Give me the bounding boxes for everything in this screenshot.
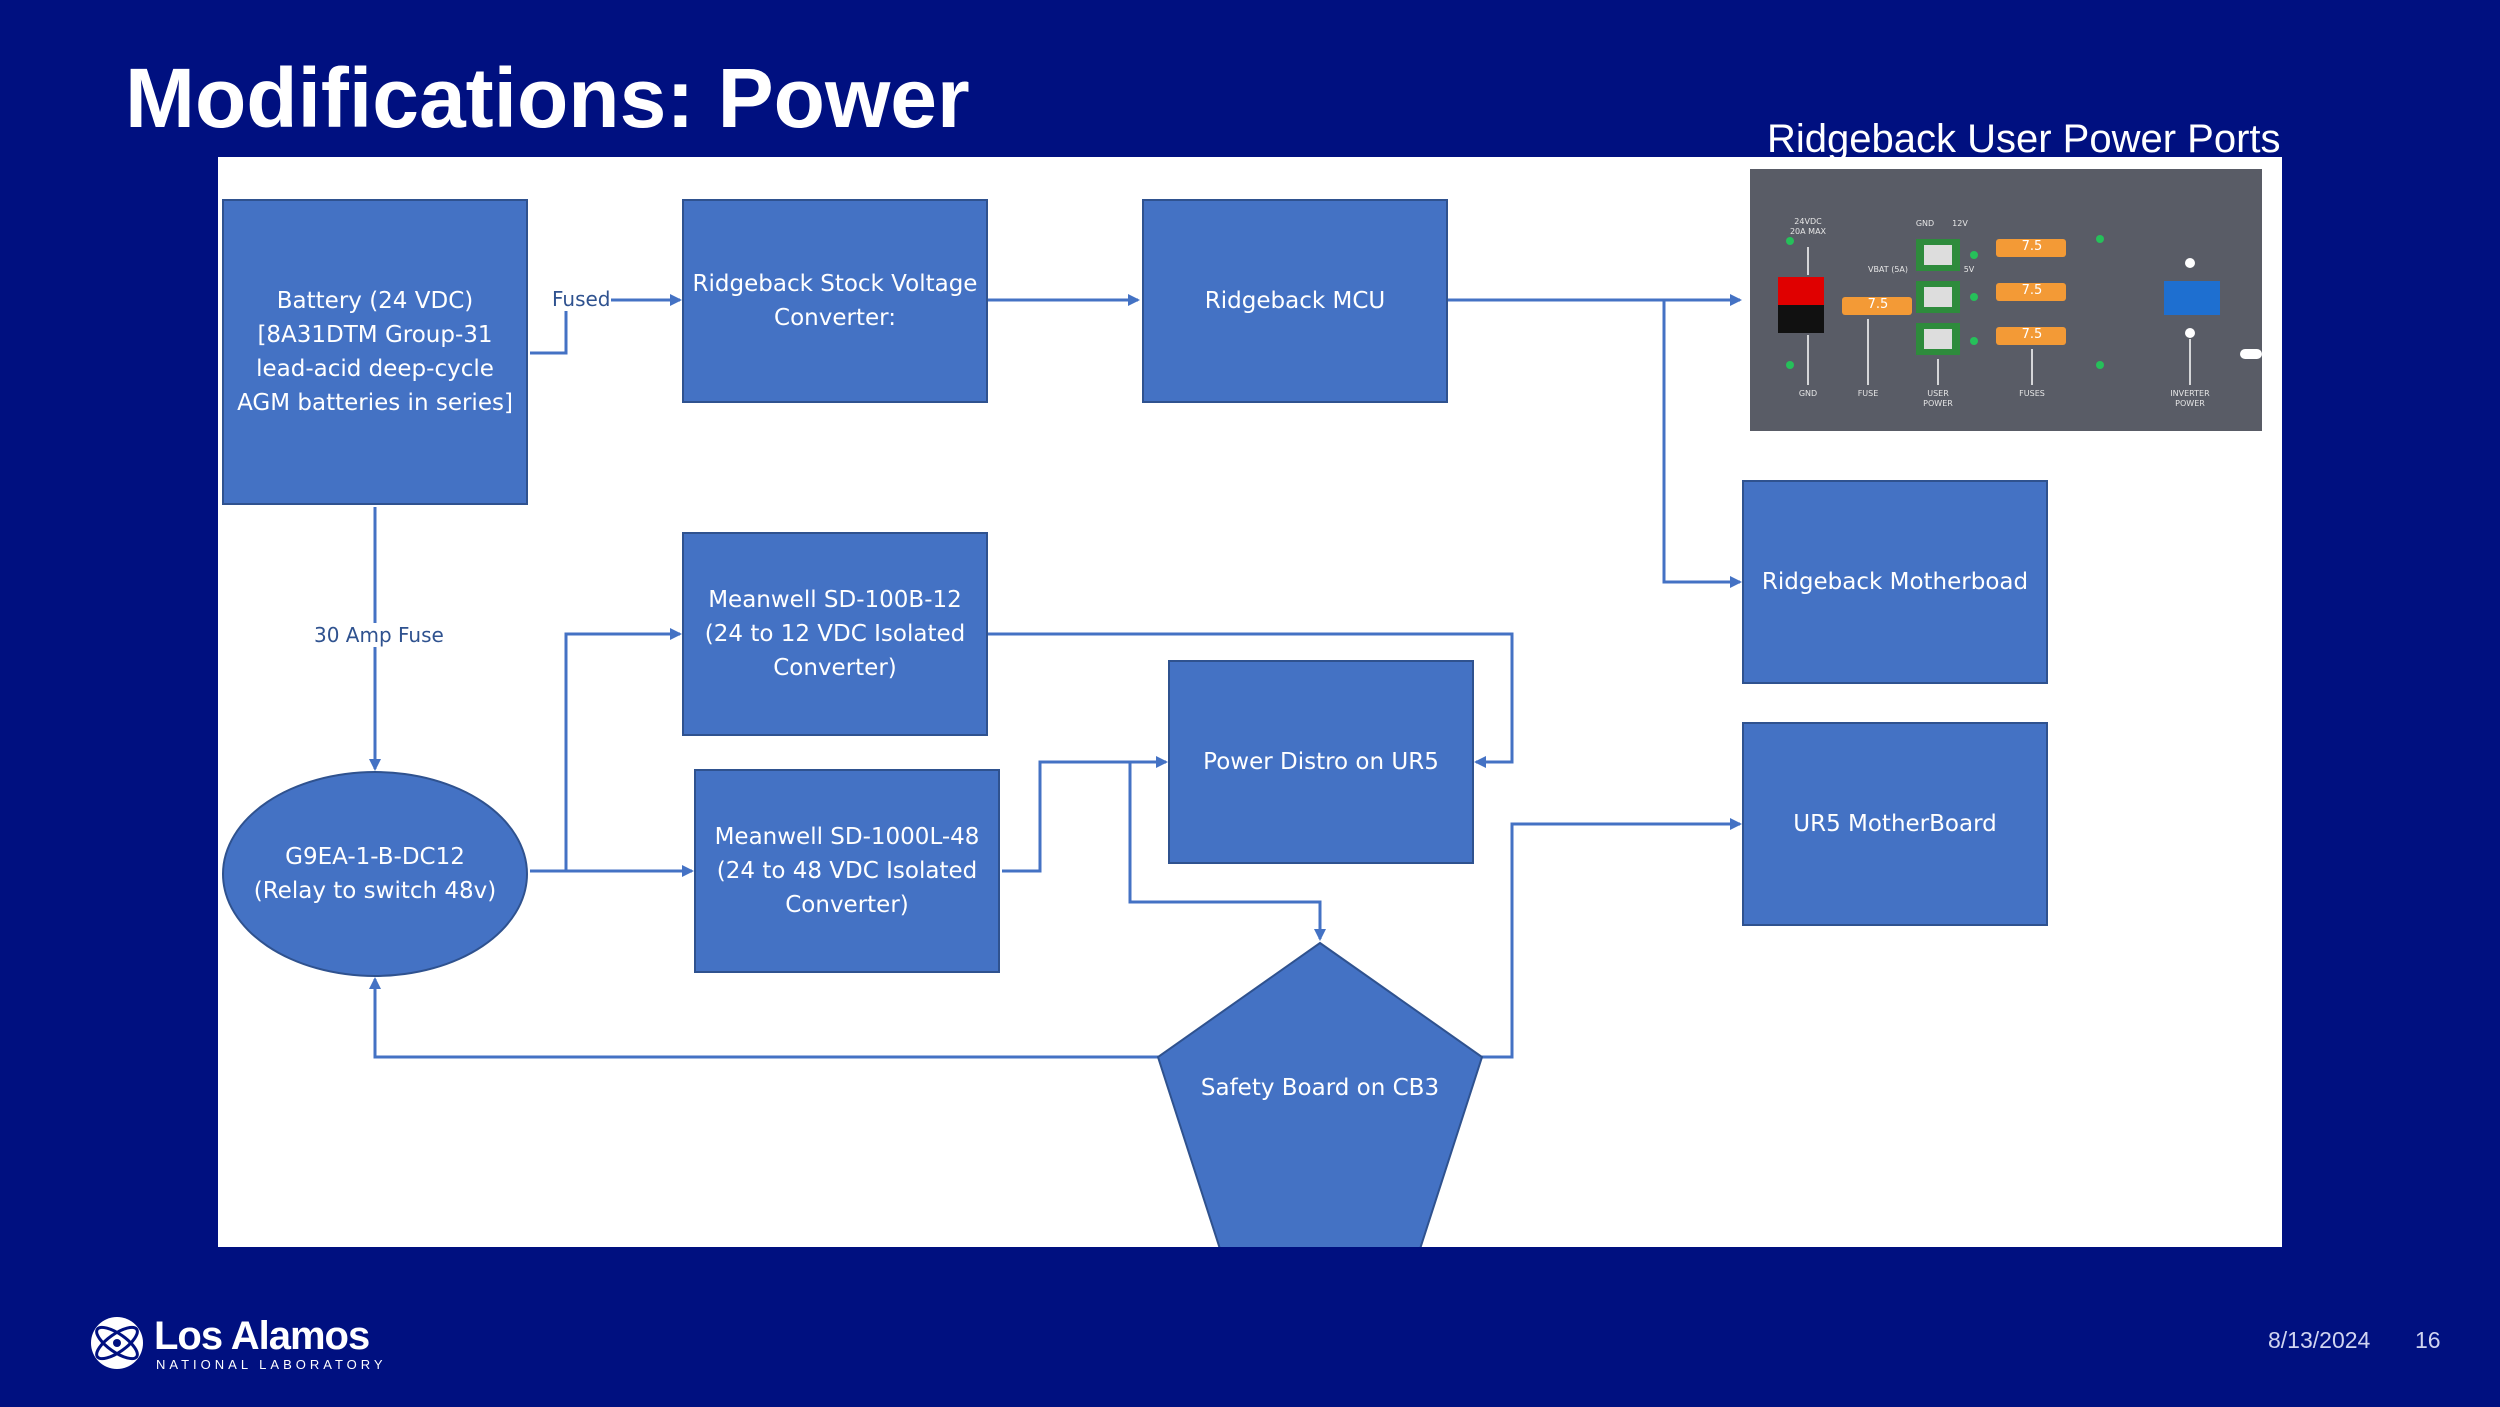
gnd-label: GND xyxy=(1798,389,1818,398)
logo-name: Los Alamos xyxy=(154,1314,370,1358)
dc24-label: 24VDC 20A MAX xyxy=(1789,217,1827,236)
inverter-power-label: INVERTER POWER xyxy=(2170,389,2210,408)
safety-board-label: Safety Board on CB3 xyxy=(1200,1075,1440,1101)
sd1000l-node: Meanwell SD-1000L-48 (24 to 48 VDC Isola… xyxy=(694,769,1000,973)
mcu-node: Ridgeback MCU xyxy=(1142,199,1448,403)
connector-layer xyxy=(369,294,1742,1247)
power-distro-node: Power Distro on UR5 xyxy=(1168,660,1474,864)
lanl-atom-icon xyxy=(91,1317,143,1369)
edge-distro-safety xyxy=(1128,762,1326,941)
power-ports-photo: 24VDC 20A MAX GND 12V VBAT (5A) 5V GND F… xyxy=(1750,169,2262,431)
page-number: 16 xyxy=(2415,1327,2441,1353)
fuse-value-1: 7.5 xyxy=(1867,297,1889,312)
fuses-label: FUSES xyxy=(2019,389,2045,398)
v12-label: 12V xyxy=(1952,219,1968,228)
ports-caption: Ridgeback User Power Ports xyxy=(1767,117,2281,161)
footer-date: 8/13/2024 xyxy=(2268,1327,2371,1353)
amp-fuse-label: 30 Amp Fuse xyxy=(314,623,444,647)
power-diagram: Battery (24 VDC) [8A31DTM Group-31 lead-… xyxy=(218,157,2282,1247)
relay-node: G9EA-1-B-DC12 (Relay to switch 48v) xyxy=(222,771,528,977)
lanl-logo: Los Alamos NATIONAL LABORATORY xyxy=(88,1314,388,1374)
edge-sd100b-distro xyxy=(988,632,1514,768)
stock-converter-node: Ridgeback Stock Voltage Converter: xyxy=(682,199,988,403)
v5-label: 5V xyxy=(1963,265,1975,274)
edge-safety-relay xyxy=(369,977,1160,1059)
safety-board-shape xyxy=(1156,941,1484,1247)
user-power-label: USER POWER xyxy=(1923,389,1953,408)
motherboard-node: Ridgeback Motherboad xyxy=(1742,480,2048,684)
fused-label: Fused xyxy=(552,287,611,311)
edge-mcu-motherboard xyxy=(1662,300,1742,588)
logo-subtitle: NATIONAL LABORATORY xyxy=(156,1357,387,1372)
sd100b-node: Meanwell SD-100B-12 (24 to 12 VDC Isolat… xyxy=(682,532,988,736)
fuse-value-2: 7.5 xyxy=(2021,239,2043,254)
fuse-label: FUSE xyxy=(1857,389,1879,398)
fuse-value-3: 7.5 xyxy=(2021,283,2043,298)
fuse-value-4: 7.5 xyxy=(2021,327,2043,342)
edge-sd1000l-distro xyxy=(1002,756,1168,873)
edge-battery-stock xyxy=(530,294,682,355)
battery-node: Battery (24 VDC) [8A31DTM Group-31 lead-… xyxy=(222,199,528,505)
vbat-label: VBAT (5A) xyxy=(1867,265,1909,274)
edge-safety-ur5 xyxy=(1480,818,1742,1059)
edge-relay-sd100b xyxy=(564,628,682,871)
gnd-top-label: GND xyxy=(1915,219,1935,228)
power-ports-graphic xyxy=(1750,169,2262,431)
ur5-motherboard-node: UR5 MotherBoard xyxy=(1742,722,2048,926)
slide-title: Modifications: Power xyxy=(125,51,970,145)
